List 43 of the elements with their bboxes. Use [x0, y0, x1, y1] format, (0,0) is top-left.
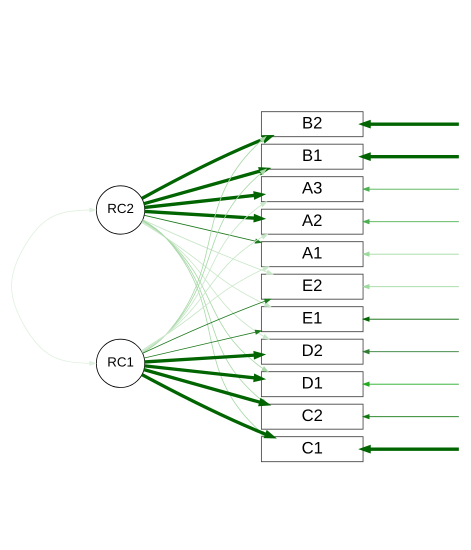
arrow — [358, 152, 459, 162]
arrow — [142, 168, 268, 353]
arrow — [141, 134, 275, 200]
node-circle: RC2 — [96, 185, 146, 235]
node-box: E1 — [260, 306, 364, 332]
node-circle: RC1 — [96, 338, 146, 388]
arrow — [362, 219, 460, 224]
node-box: A1 — [260, 241, 364, 268]
arrow — [142, 219, 274, 275]
node-box: E2 — [260, 274, 364, 300]
node-box: C1 — [260, 436, 364, 462]
arrow — [362, 186, 460, 192]
arrow — [141, 222, 272, 308]
arrow — [358, 444, 459, 454]
arrow — [362, 252, 460, 257]
arrow — [362, 349, 460, 354]
arrow — [144, 350, 266, 364]
node-box: D2 — [260, 338, 364, 365]
arrow — [362, 414, 460, 420]
arrow — [143, 167, 272, 206]
arrow — [142, 220, 270, 372]
arrow — [144, 191, 266, 210]
arrow — [142, 298, 272, 354]
arrow — [142, 221, 270, 340]
node-box: B1 — [260, 144, 364, 170]
arrow — [144, 330, 263, 358]
node-box: A3 — [260, 176, 364, 202]
node-box: B2 — [260, 111, 364, 138]
node-box: A2 — [260, 208, 364, 235]
arrow — [358, 120, 459, 129]
arrow — [362, 284, 460, 290]
arrow — [142, 136, 267, 354]
arrow — [362, 382, 460, 387]
node-box: D1 — [260, 371, 364, 398]
arrow — [142, 201, 268, 353]
arrow — [144, 210, 266, 222]
arrow — [11, 207, 97, 366]
arrow — [144, 364, 266, 382]
arrow — [362, 316, 460, 322]
arrow — [141, 234, 269, 352]
arrow — [140, 266, 270, 352]
arrow — [144, 214, 263, 244]
node-box: C2 — [260, 404, 364, 430]
